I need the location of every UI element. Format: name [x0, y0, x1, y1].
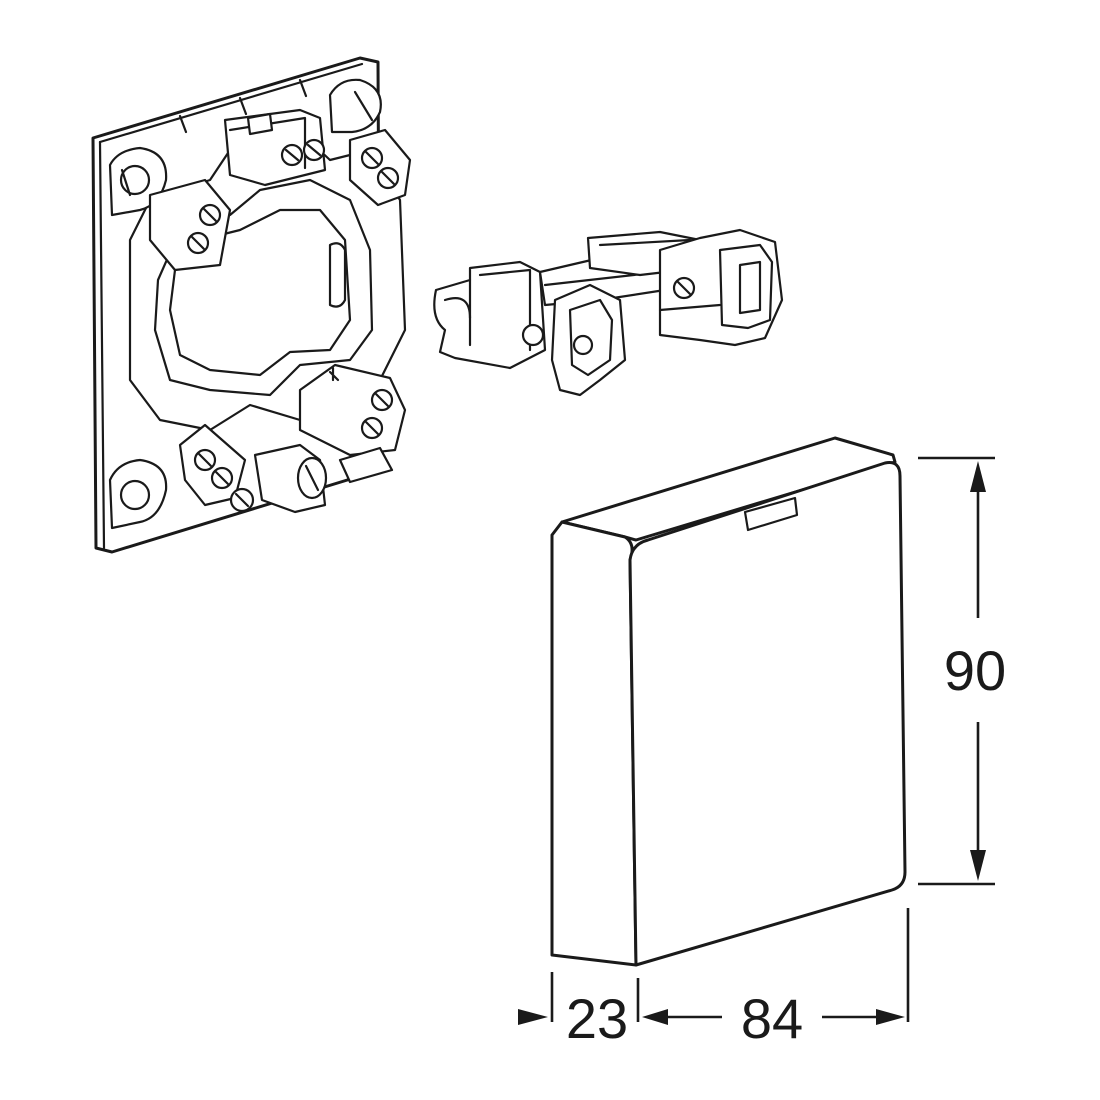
arrow-down-icon — [970, 850, 986, 881]
cover-box — [550, 436, 907, 967]
depth-label: 23 — [566, 987, 628, 1050]
terminal-left — [148, 178, 232, 272]
height-label: 90 — [944, 639, 1006, 702]
dimension-depth: 23 — [518, 972, 722, 1050]
width-label: 84 — [741, 987, 803, 1050]
cable-clamp — [253, 443, 394, 514]
arrow-right-icon — [518, 1009, 548, 1025]
terminal-bottom — [178, 423, 255, 513]
dimension-height: 90 — [918, 456, 1006, 886]
dimension-width: 84 — [741, 908, 910, 1050]
terminal-right-bottom — [298, 363, 407, 457]
arrow-left-icon — [642, 1009, 668, 1025]
mounting-frame — [91, 56, 412, 554]
terminal-top — [223, 108, 327, 187]
arrow-right-icon — [876, 1009, 905, 1025]
arrow-up-icon — [970, 461, 986, 492]
connector-insert — [433, 228, 784, 397]
terminal-top-right — [348, 128, 412, 207]
